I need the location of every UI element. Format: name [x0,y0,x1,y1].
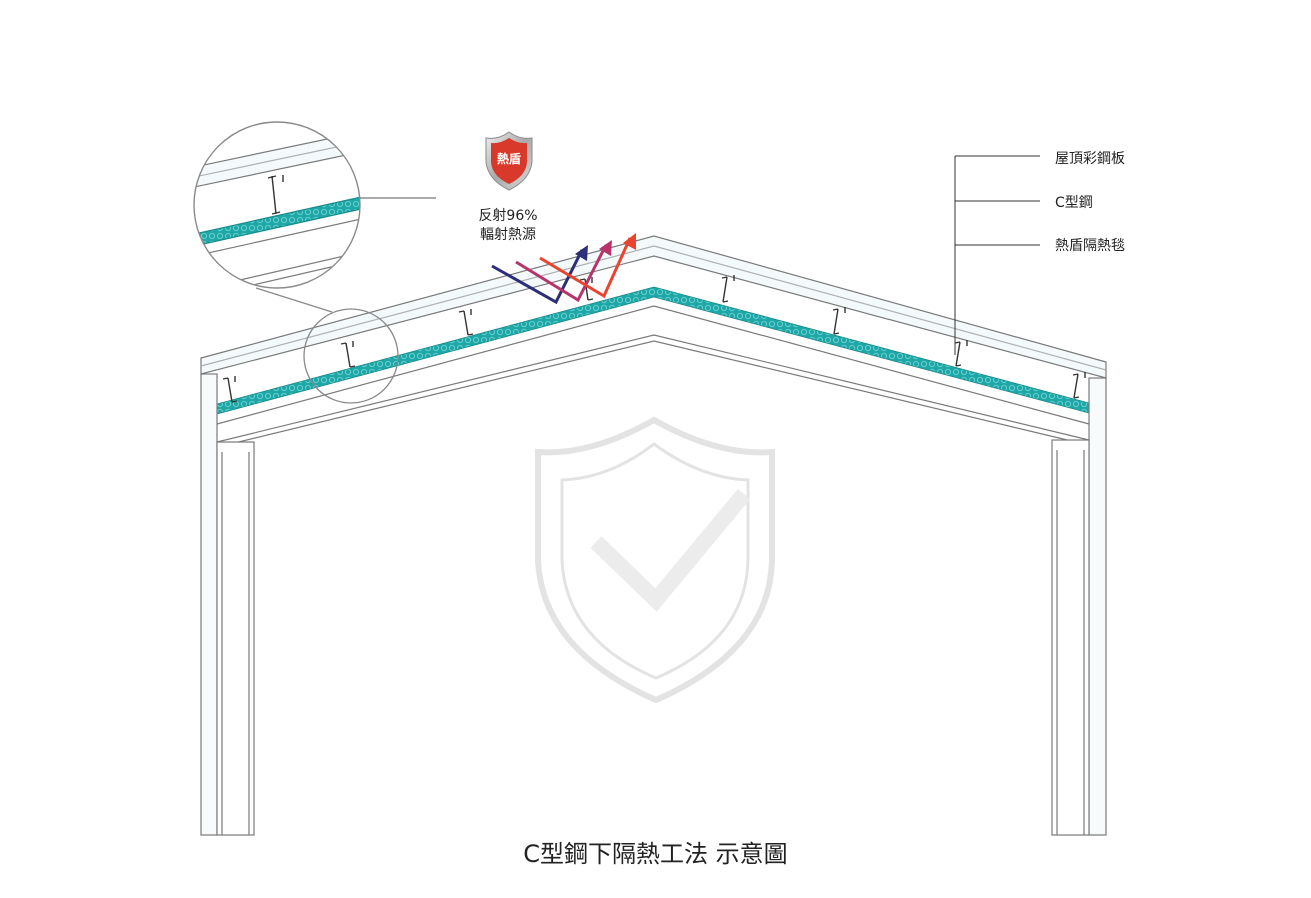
detail-circle-small [303,308,399,404]
c-steel-purlin [340,341,356,368]
c-steel-purlin [579,277,594,301]
badge-shield-icon [485,131,533,191]
reflect-text-line1: 反射96% [478,208,538,224]
c-steel-purlins [222,275,1086,403]
c-steel-purlin [458,309,474,336]
zoom-connector-line [255,287,333,313]
watermark-shield-icon [535,416,775,704]
zoom-detail-circle [193,121,361,289]
c-steel-purlin [721,275,735,303]
c-steel-purlin [222,376,238,403]
c-steel-purlin [954,340,968,367]
callout-insulation-blanket: 熱盾隔熱毯 [1055,238,1125,254]
reflect-text-line2: 輻射熱源 [480,227,536,243]
callout-leaders [954,155,1040,355]
badge-label: 熱盾 [496,152,521,166]
diagram-title: C型鋼下隔熱工法 示意圖 [523,840,788,868]
reflection-arrows [491,233,636,305]
c-steel-purlin [832,307,846,335]
callout-roof-steel-sheet: 屋頂彩鋼板 [1055,151,1125,167]
c-steel-purlin [1072,372,1086,399]
walls [200,373,1107,836]
callout-c-steel: C型鋼 [1055,195,1093,211]
ceiling-lines [216,305,1090,447]
